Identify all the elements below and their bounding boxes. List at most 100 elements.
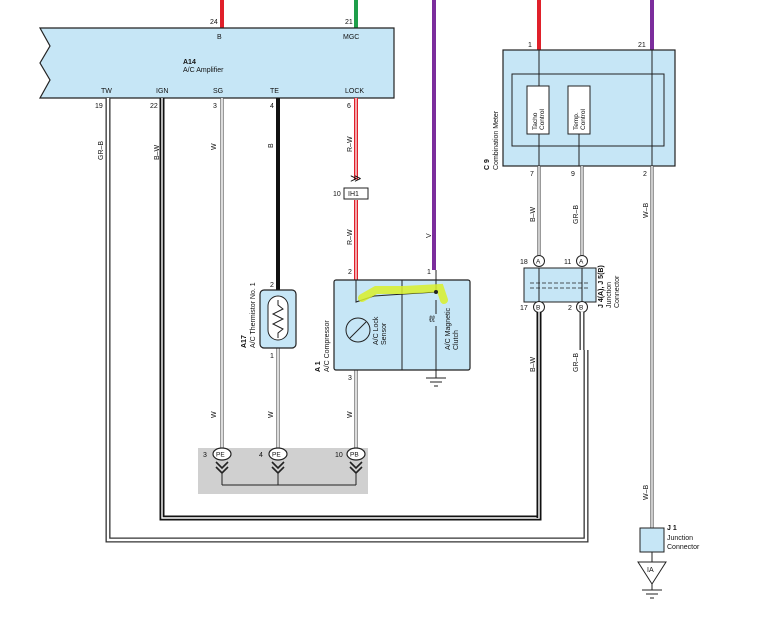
wire-label-meter-mid: GR–B (573, 205, 580, 224)
wire-label-ground-right: W–B (643, 485, 650, 501)
amp-pin-label-te: TE (270, 88, 279, 95)
amp-top-pin-num-1: 24 (210, 19, 218, 26)
wire-label-te: B (268, 143, 275, 148)
tacho-control-label: TachoControl (532, 108, 546, 130)
wire-label-sg-lower: W (211, 411, 218, 418)
lock-sensor-label: A/C LockSensor (373, 316, 388, 345)
amp-pin-label-tw: TW (101, 88, 112, 95)
temp-line1: Temp. (573, 112, 580, 130)
jc-pin-num-11: 11 (564, 259, 571, 266)
amp-pin-num-3: 3 (213, 103, 217, 110)
ih1-label: IH1 (348, 191, 359, 198)
wire-label-lock-lower: R–W (347, 229, 354, 245)
gp-num-3: 10 (335, 452, 343, 459)
jc-pin-letter-17: B (536, 305, 540, 312)
j4-line3: Connector (614, 275, 621, 308)
highlight-stroke (358, 283, 448, 304)
ground-ia-triangle (637, 561, 667, 585)
meter-pin-top-right: 21 (638, 42, 646, 49)
wire-label-sg: W (211, 143, 218, 150)
ih1-chevron-icon: ≫ (350, 173, 362, 185)
j1-name2: Connector (667, 544, 700, 551)
jc-pin-num-18: 18 (520, 259, 528, 266)
compressor-name: A/C Compressor (324, 320, 331, 372)
wire-label-jc-mid-lower: GR–B (573, 353, 580, 372)
amplifier-box (38, 27, 395, 99)
wire-label-meter-right: W–B (643, 203, 650, 219)
j1-name: Junction (667, 535, 693, 542)
ih1-pin: 10 (333, 191, 341, 198)
gp-oval-2 (268, 447, 288, 461)
j1-box (639, 527, 665, 553)
wire-label-meter-left: B–W (530, 206, 537, 222)
wire-label-comp-lower: W (347, 411, 354, 418)
wire-label-therm-lower: W (268, 411, 275, 418)
wire-label-jc-left-lower: B–W (530, 356, 537, 372)
gp-label-2: PE (272, 452, 281, 459)
thermistor-name: A/C Thermistor No. 1 (250, 282, 257, 348)
junction-connector-box (523, 267, 597, 303)
meter-pin-top-left: 1 (528, 42, 532, 49)
compressor-ground-icon (426, 377, 446, 387)
meter-pin-bottom-2: 9 (571, 171, 575, 178)
jc-pin-num-17: 17 (520, 305, 528, 312)
thermistor-code: A17 (241, 335, 248, 348)
amp-pin-label-lock: LOCK (345, 88, 364, 95)
amp-top-pin-num-2: 21 (345, 19, 353, 26)
j4-line2: Junction (606, 282, 613, 308)
junction-j4-label: J 4(A), J 5(B)JunctionConnector (598, 265, 621, 308)
amp-pin-num-22: 22 (150, 103, 158, 110)
lock-sensor-label-line1: A/C Lock (373, 316, 380, 345)
gp-arrow-icon-2 (271, 461, 285, 475)
therm-pin-bottom: 1 (270, 353, 274, 360)
amp-top-pin-label-1: B (217, 34, 222, 41)
jc-pin-num-2: 2 (568, 305, 572, 312)
amp-pin-label-ign: IGN (156, 88, 168, 95)
ih1-box (343, 187, 369, 200)
gp-arrow-icon-1 (215, 461, 229, 475)
amp-pin-num-6: 6 (347, 103, 351, 110)
comp-pin-right-top: 1 (427, 269, 431, 276)
gp-label-1: PE (216, 452, 225, 459)
meter-pin-bottom-1: 7 (530, 171, 534, 178)
meter-code: C 9 (484, 159, 491, 170)
ground-ia-label: IA (647, 567, 654, 574)
amp-pin-num-19: 19 (95, 103, 103, 110)
ground-ia-icon (642, 589, 662, 599)
thermistor-zigzag-icon (271, 300, 285, 338)
temp-control-label: Temp.Control (573, 108, 587, 130)
lock-sensor-label-line2: Sensor (381, 322, 388, 345)
wire-label-lock-upper: R–W (347, 136, 354, 152)
jc-pin-letter-2: B (579, 305, 583, 312)
gp-oval-1 (212, 447, 232, 461)
j4-line1: J 4(A), J 5(B) (598, 265, 605, 308)
clutch-label-line1: A/C Magnetic (445, 307, 452, 350)
gp-num-2: 4 (259, 452, 263, 459)
j1-code: J 1 (667, 525, 677, 532)
wire-label-mgc: V (426, 233, 433, 238)
gp-num-1: 3 (203, 452, 207, 459)
wire-label-ign: B–W (154, 144, 161, 160)
tacho-line1: Tacho (532, 112, 539, 130)
meter-pin-bottom-3: 2 (643, 171, 647, 178)
therm-pin-top: 2 (270, 282, 274, 289)
lock-sensor-icon (345, 317, 371, 343)
gp-oval-3 (346, 447, 366, 461)
wire-label-tw: GR–B (98, 141, 105, 160)
tacho-control-box (526, 85, 550, 135)
amp-pin-num-4: 4 (270, 103, 274, 110)
clutch-coil-icon: ℓℓ (429, 314, 436, 324)
amp-pin-label-sg: SG (213, 88, 223, 95)
jc-pin-letter-11: A (579, 259, 584, 266)
gp-label-3: PB (350, 452, 359, 459)
clutch-label: A/C MagneticClutch (445, 307, 460, 350)
amp-top-pin-label-2: MGC (343, 34, 359, 41)
gp-arrow-icon-3 (349, 461, 363, 475)
jc-pin-letter-18: A (536, 259, 541, 266)
amp-code: A14 (183, 59, 196, 66)
comp-pin-bottom: 3 (348, 375, 352, 382)
comp-pin-left-top: 2 (348, 269, 352, 276)
temp-line2: Control (580, 108, 587, 130)
meter-name: Combination Meter (493, 110, 500, 170)
